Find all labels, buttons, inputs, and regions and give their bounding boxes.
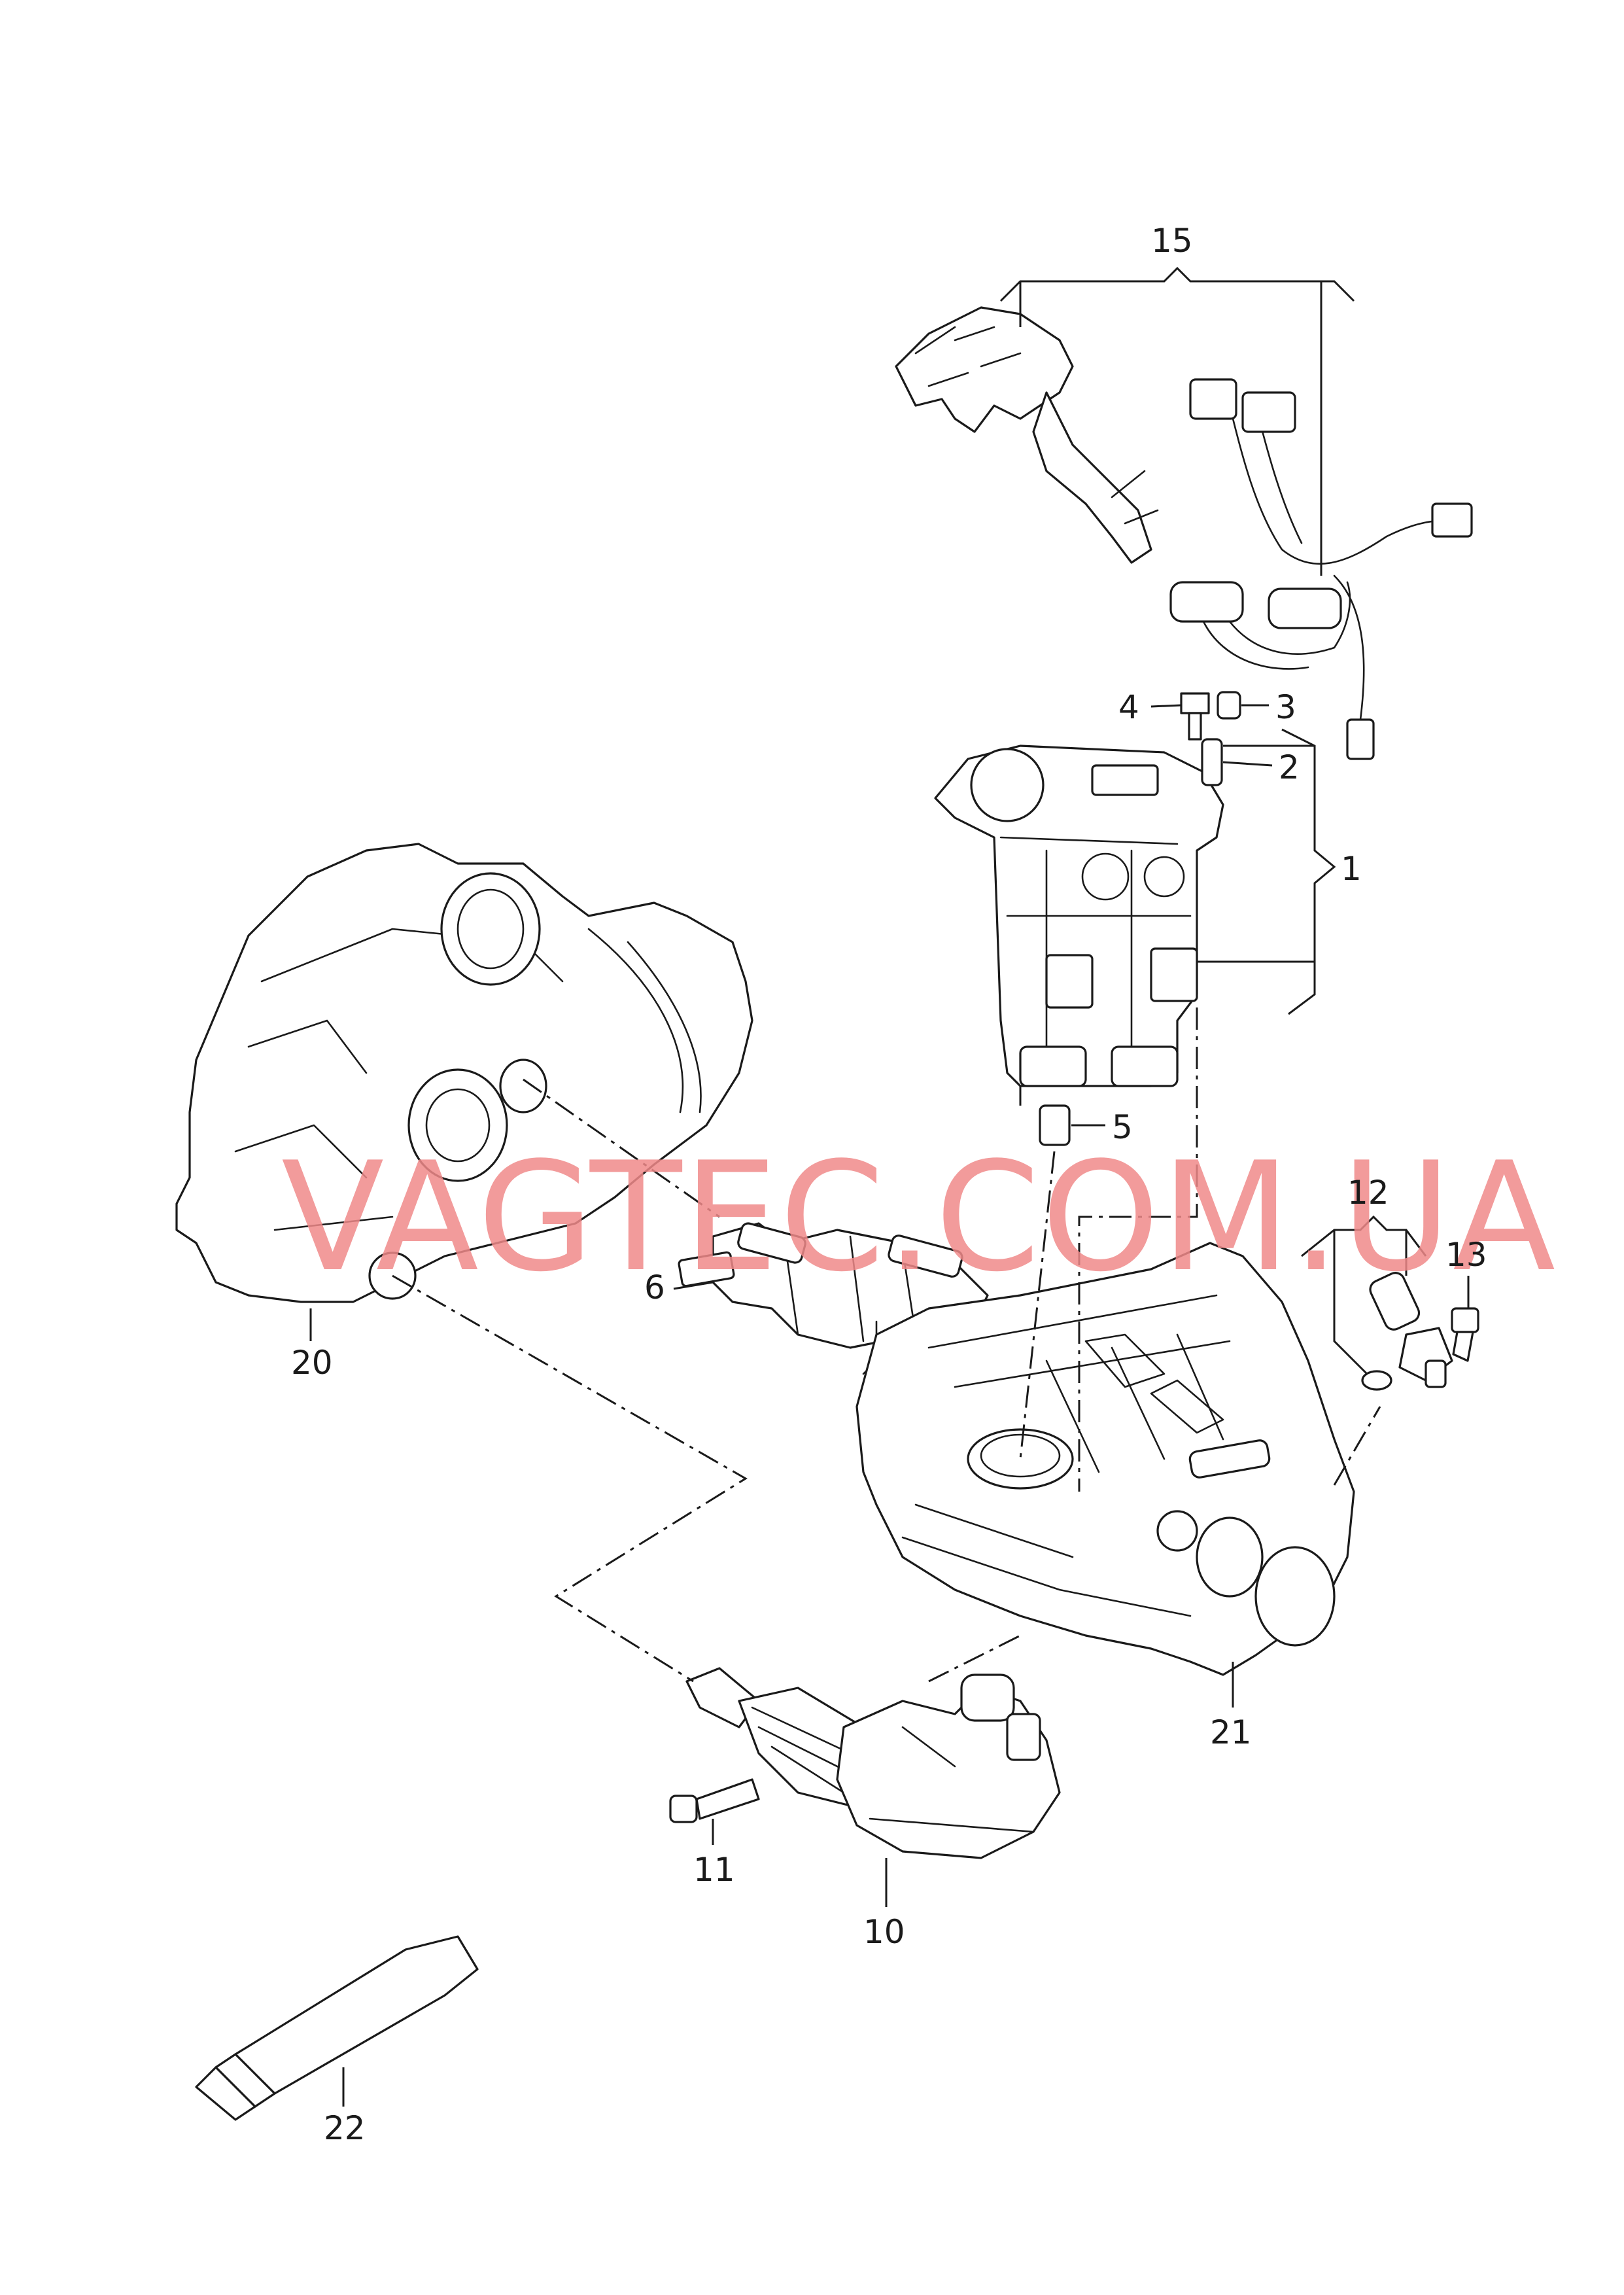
- part-5-bushing[interactable]: [1039, 1104, 1071, 1146]
- callout-4: 4: [1118, 688, 1139, 726]
- part-22-sealant-tube[interactable]: [195, 1935, 479, 2121]
- leader-lines: [309, 266, 1470, 2107]
- callout-2: 2: [1279, 748, 1300, 786]
- part-13-bolt[interactable]: [1451, 1307, 1479, 1362]
- part-11-bolt[interactable]: [669, 1778, 760, 1823]
- assembly-line-20-to-6: [523, 1078, 720, 1218]
- part-4-bolt[interactable]: [1180, 692, 1210, 741]
- part-2-pin[interactable]: [1201, 738, 1223, 786]
- assembly-line-12-to-21: [1333, 1406, 1381, 1486]
- callout-20: 20: [291, 1344, 333, 1382]
- callout-5: 5: [1112, 1108, 1133, 1146]
- part-21-gearbox-housing[interactable]: [855, 1242, 1355, 1676]
- callout-10: 10: [863, 1913, 905, 1951]
- callout-3: 3: [1275, 688, 1296, 726]
- assembly-line-1-vertical: [1078, 1007, 1198, 1492]
- callout-12: 12: [1347, 1174, 1389, 1212]
- part-10-shift-mechanism[interactable]: [685, 1667, 1061, 1859]
- part-3-sleeve[interactable]: [1217, 691, 1241, 720]
- part-1-actuator-housing[interactable]: [934, 745, 1224, 1087]
- part-12-sensor[interactable]: [1361, 1270, 1453, 1391]
- callout-11: 11: [693, 1851, 735, 1889]
- callout-13: 13: [1445, 1236, 1487, 1274]
- callout-22: 22: [324, 2109, 366, 2147]
- callout-15: 15: [1151, 222, 1193, 260]
- assembly-line-20-to-10: [392, 1274, 748, 1683]
- part-15-wiring-harness[interactable]: [895, 306, 1473, 760]
- part-20-transmission-housing[interactable]: [175, 843, 753, 1303]
- watermark-text: VAGTEC.COM.UA: [281, 1130, 1557, 1305]
- assembly-line-21-to-10: [928, 1634, 1021, 1683]
- callout-1: 1: [1341, 850, 1362, 888]
- callout-6: 6: [644, 1269, 665, 1306]
- assembly-line-1-to-21: [1019, 1086, 1056, 1460]
- callout-21: 21: [1210, 1713, 1252, 1751]
